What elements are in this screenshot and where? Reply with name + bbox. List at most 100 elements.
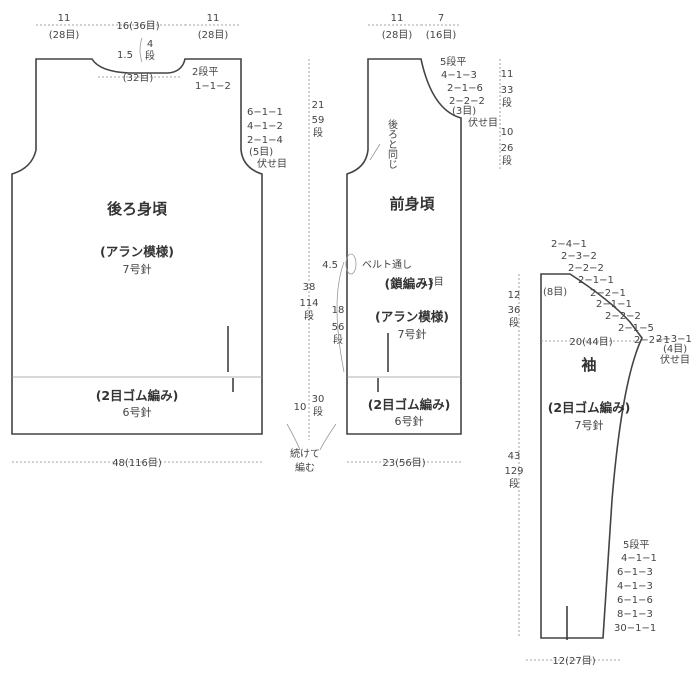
back-name: 後ろ身頃 xyxy=(106,200,168,218)
sleeve-top-st: (8目) xyxy=(543,287,567,298)
sleeve-cuff: 12(27目) xyxy=(552,656,595,667)
back-arm-dec-2: 2−1−4 xyxy=(247,135,283,146)
sleeve-bind-label: 伏せ目 xyxy=(660,353,690,366)
sleeve-inc-flat: 5段平 xyxy=(623,538,649,551)
belt-rows-b: 段 xyxy=(333,333,343,346)
back-top-right-st: (28目) xyxy=(198,30,229,41)
front-top-left-st: (28目) xyxy=(382,30,413,41)
front-lower-cm: 10 xyxy=(501,127,514,138)
front-lower-rows-b: 段 xyxy=(502,154,512,167)
body-rows-a: 114 xyxy=(299,298,318,309)
back-neck-depth-cm: 1.5 xyxy=(117,50,133,61)
sleeve-inc-1: 6−1−3 xyxy=(617,567,653,578)
armhole-cm: 21 xyxy=(312,100,325,111)
sleeve-cap-dec-4: 2−2−1 xyxy=(590,288,626,299)
back-body-outline xyxy=(11,58,263,435)
front-neck-bind-st: (3目) xyxy=(452,106,476,117)
body-length-dimensions: 21 59 段 38 114 段 18 56 段 10 30 段 続けて 編む xyxy=(286,59,345,474)
belt-bracket xyxy=(336,261,345,373)
front-pattern: (アラン模様) xyxy=(375,309,449,324)
back-neck-flat: 2段平 xyxy=(192,65,218,78)
body-cm: 38 xyxy=(303,282,316,293)
belt-loop-chain: (鎖編み) xyxy=(385,276,434,291)
body-rows-b: 段 xyxy=(304,309,314,322)
sleeve-inc-4: 8−1−3 xyxy=(617,609,653,620)
sleeve-cap-dec-7: 2−1−5 xyxy=(618,323,654,334)
sleeve-length-rows-a: 129 xyxy=(504,466,523,477)
back-neck-center-st: (32目) xyxy=(123,73,154,84)
back-needle-main: 7号針 xyxy=(123,262,152,276)
back-top-right-cm: 11 xyxy=(207,13,220,24)
front-top-right-st: (16目) xyxy=(426,30,457,41)
front-same-arrow xyxy=(369,143,381,161)
front-body-outline xyxy=(346,58,462,435)
sleeve-length-cm: 43 xyxy=(508,451,521,462)
back-arm-bind-label: 伏せ目 xyxy=(257,157,287,170)
front-neck-dec-0: 4−1−3 xyxy=(441,70,477,81)
sleeve-cap-cm: 12 xyxy=(508,290,521,301)
continue-arrow-right xyxy=(319,423,337,451)
front-same-as-back: 後ろと同じ xyxy=(386,118,398,169)
back-arm-dec-1: 4−1−2 xyxy=(247,121,283,132)
front-neck-dec-1: 2−1−6 xyxy=(447,83,483,94)
front-neck-bind-label: 伏せ目 xyxy=(468,116,498,129)
sleeve-cap-dec-9: 2−3−1 xyxy=(656,334,692,345)
front-neck-cm: 11 xyxy=(501,69,514,80)
continue-arrow-left xyxy=(286,423,301,451)
front-body-piece: 前身頃 (アラン模様) 7号針 (2目ゴム編み) 6号針 11 (28目) 7 … xyxy=(322,13,513,469)
sleeve-outline xyxy=(540,273,643,639)
front-neck-rows-b: 段 xyxy=(502,96,512,109)
sleeve-cap-dec-3: 2−1−1 xyxy=(578,275,614,286)
back-body-piece: 後ろ身頃 (アラン模様) 7号針 (2目ゴム編み) 6号針 11 (28目) 1… xyxy=(11,13,287,469)
back-needle-rib: 6号針 xyxy=(123,405,152,419)
belt-cm: 18 xyxy=(332,305,345,316)
sleeve-cap-dec-6: 2−2−2 xyxy=(605,311,641,322)
belt-loop-cm: 4.5 xyxy=(322,260,338,271)
front-neck-flat: 5段平 xyxy=(440,55,466,68)
front-width: 23(56目) xyxy=(382,458,425,469)
sleeve-cap-dec-0: 2−4−1 xyxy=(551,239,587,250)
sleeve-inc-5: 30−1−1 xyxy=(614,623,656,634)
sleeve-width: 20(44目) xyxy=(569,337,612,348)
continue-b: 編む xyxy=(295,461,315,474)
sleeve-cap-dec-2: 2−2−2 xyxy=(568,263,604,274)
front-name: 前身頃 xyxy=(389,195,435,213)
front-neck-rows-a: 33 xyxy=(501,85,514,96)
sleeve-inc-2: 4−1−3 xyxy=(617,581,653,592)
back-neck-bracket xyxy=(139,37,143,63)
armhole-rows-a: 59 xyxy=(312,115,325,126)
sleeve-name: 袖 xyxy=(581,356,596,374)
front-neck-dec-2: 2−2−2 xyxy=(449,96,485,107)
sleeve-length-rows-b: 段 xyxy=(509,477,519,490)
back-neck-depth-rows-b: 段 xyxy=(145,49,155,62)
belt-loop-st: 13目 xyxy=(421,277,444,288)
sleeve-bind-st: (4目) xyxy=(663,344,687,355)
front-top-left-cm: 11 xyxy=(391,13,404,24)
belt-loop-label: ベルト通し xyxy=(362,259,412,271)
back-rib: (2目ゴム編み) xyxy=(96,388,179,403)
back-arm-bind-st: (5目) xyxy=(249,147,273,158)
sleeve-cap-dec-5: 2−1−1 xyxy=(596,299,632,310)
rib-cm: 10 xyxy=(294,402,307,413)
continue-a: 続けて xyxy=(290,447,320,460)
sleeve-inc-0: 4−1−1 xyxy=(621,553,657,564)
rib-rows-a: 30 xyxy=(312,394,325,405)
back-top-left-st: (28目) xyxy=(49,30,80,41)
back-neck-depth-rows-a: 4 xyxy=(147,39,153,50)
armhole-rows-b: 段 xyxy=(313,126,323,139)
sleeve-inc-3: 6−1−6 xyxy=(617,595,653,606)
back-width: 48(116目) xyxy=(112,458,162,469)
sleeve-pattern: (2目ゴム編み) xyxy=(548,400,631,415)
back-top-left-cm: 11 xyxy=(58,13,71,24)
belt-loop-icon xyxy=(345,253,357,275)
sleeve-cap-rows-a: 36 xyxy=(508,305,521,316)
sleeve-needle: 7号針 xyxy=(575,418,604,432)
sleeve-cap-dec-1: 2−3−2 xyxy=(561,251,597,262)
back-neck-dec: 1−1−2 xyxy=(195,81,231,92)
sleeve-cap-rows-b: 段 xyxy=(509,316,519,329)
front-needle-main: 7号針 xyxy=(398,327,427,341)
back-arm-dec-0: 6−1−1 xyxy=(247,107,283,118)
front-lower-rows-a: 26 xyxy=(501,143,514,154)
front-needle-rib: 6号針 xyxy=(395,414,424,428)
